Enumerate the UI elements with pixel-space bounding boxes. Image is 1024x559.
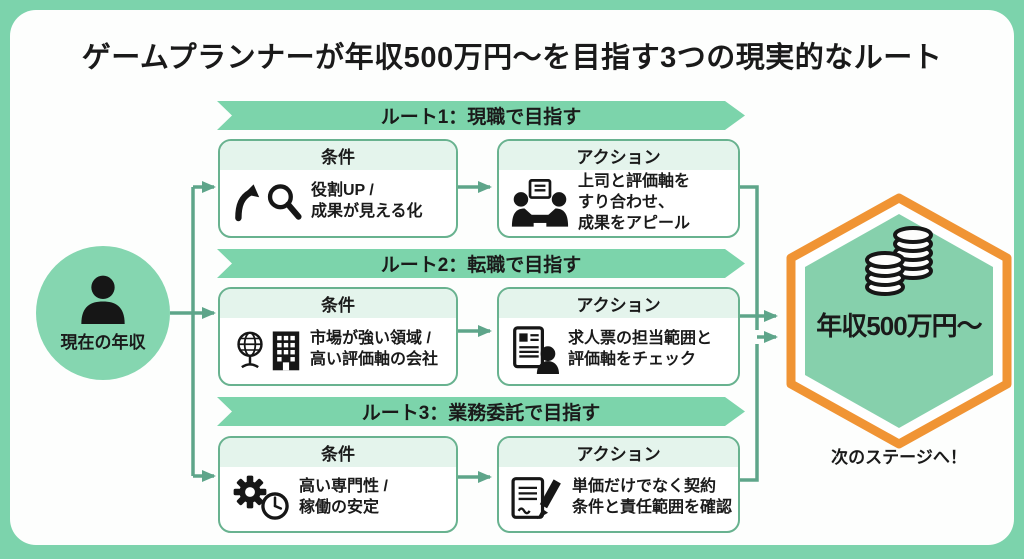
route2-condition-header: 条件	[220, 289, 456, 318]
route3-action-box: アクション 単価だけでなく契約 条件と責任範囲を確認	[497, 436, 740, 533]
route2-condition-box: 条件	[218, 287, 458, 386]
route2-action-line: 評価軸をチェック	[568, 351, 697, 368]
route1-condition-box: 条件 役割UP / 成果が見える化	[218, 139, 458, 238]
route1-action-line: 成果をアピール	[578, 214, 691, 232]
current-salary-label: 現在の年収	[60, 332, 146, 352]
route2-condition-line: 市場が強い領域 /	[310, 330, 431, 348]
route2-action-box: アクション 求人票	[497, 287, 740, 386]
trend-up-icon	[232, 181, 264, 223]
route1-action-line: すり合わせ、	[578, 193, 675, 211]
magnifier-icon	[264, 182, 302, 222]
route2-banner: ルート2：転職で目指す	[217, 249, 745, 278]
route1-action-header: アクション	[499, 141, 738, 170]
current-salary-node: 現在の年収	[36, 246, 170, 380]
route2-condition-line: 高い評価軸の会社	[310, 351, 439, 368]
clock-icon	[260, 491, 290, 521]
route1-condition-line: 役割UP /	[311, 182, 374, 200]
route2-banner-label: ルート2：転職で目指す	[380, 255, 582, 276]
page-title: ゲームプランナーが年収500万円〜を目指す3つの現実的なルート	[81, 42, 943, 74]
route1-condition-line: 成果が見える化	[311, 203, 423, 220]
route3-condition-line: 稼働の安定	[299, 499, 380, 516]
route3-banner: ルート3：業務委託で目指す	[217, 397, 745, 426]
goal-label: 年収500万円〜	[816, 311, 982, 341]
route3-action-line: 単価だけでなく契約	[572, 478, 717, 496]
globe-icon	[232, 327, 268, 373]
route3-action-line: 条件と責任範囲を確認	[572, 499, 733, 516]
route2-action-header: アクション	[499, 289, 738, 318]
route3-condition-line: 高い専門性 /	[299, 478, 388, 496]
resume-person-icon	[511, 325, 559, 375]
route2-action-line: 求人票の担当範囲と	[568, 330, 713, 348]
route1-action-box: アクション 上司と評価軸を	[497, 139, 740, 238]
route1-condition-header: 条件	[220, 141, 456, 170]
route1-banner-label: ルート1：現職で目指す	[380, 107, 582, 128]
route3-banner-label: ルート3：業務委託で目指す	[361, 403, 601, 424]
hexagon-shape	[786, 193, 1012, 449]
route1-action-line: 上司と評価軸を	[578, 173, 691, 190]
next-stage-label: 次のステージへ！	[831, 448, 967, 467]
coins-icon	[861, 224, 937, 298]
route3-action-header: アクション	[499, 438, 738, 467]
gear-icon	[232, 474, 268, 510]
goal-node: 年収500万円〜	[780, 192, 1018, 450]
meeting-icon	[511, 179, 569, 227]
route1-banner: ルート1：現職で目指す	[217, 101, 745, 130]
building-icon	[271, 328, 301, 372]
person-icon	[76, 274, 130, 324]
route3-condition-box: 条件	[218, 436, 458, 533]
contract-pencil-icon	[511, 475, 563, 521]
route3-condition-header: 条件	[220, 438, 456, 467]
